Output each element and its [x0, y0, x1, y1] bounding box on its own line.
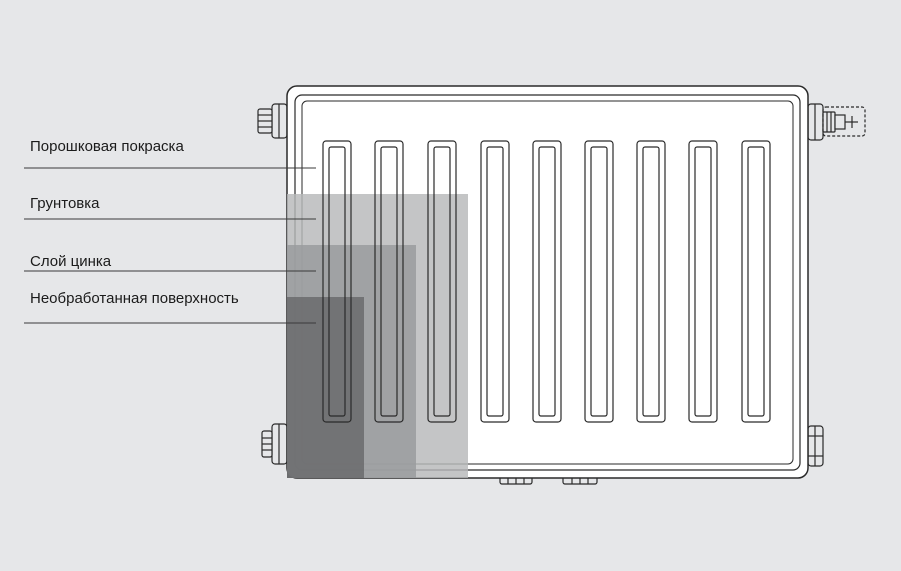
fin-2 [374, 140, 404, 423]
leader-lines [24, 167, 316, 324]
radiator-fins [322, 140, 771, 423]
fin-7 [636, 140, 666, 423]
label-powder-coating: Порошковая покраска [30, 138, 184, 155]
plug-bottom-right [807, 425, 824, 467]
fin-8 [688, 140, 718, 423]
plug-bottom-left [261, 423, 288, 465]
label-primer: Грунтовка [30, 195, 100, 212]
fin-9 [741, 140, 771, 423]
layer-overlay-clip-corner [287, 462, 303, 478]
fin-1 [322, 140, 352, 423]
plug-top-left [257, 103, 288, 139]
layer-overlay-raw-surface [287, 297, 364, 478]
fin-5 [532, 140, 562, 423]
label-zinc-layer: Слой цинка [30, 253, 112, 270]
valve-top-right [807, 103, 866, 141]
layer-overlays [287, 194, 468, 478]
label-raw-surface: Необработанная поверхность [30, 290, 239, 307]
fin-3 [427, 140, 457, 423]
fin-4 [480, 140, 510, 423]
fin-6 [584, 140, 614, 423]
